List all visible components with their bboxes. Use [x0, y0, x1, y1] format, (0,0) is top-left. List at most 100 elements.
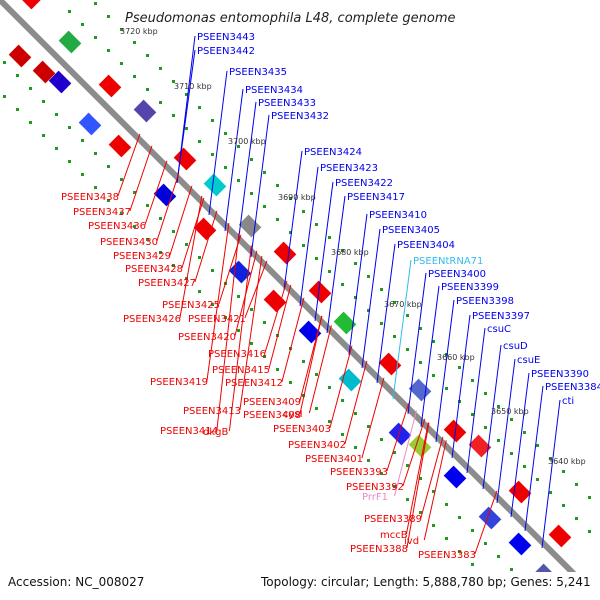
track-dot: [549, 491, 552, 494]
label-leader: [144, 160, 168, 226]
gene-label: PSEEN3414: [160, 426, 218, 437]
track-dot: [458, 550, 461, 553]
track-dot: [276, 368, 279, 371]
track-dot: [3, 61, 6, 64]
label-leader: [376, 243, 396, 384]
track-dot: [328, 420, 331, 423]
track-dot: [120, 212, 123, 215]
kbp-mark: 3720 kbp: [120, 27, 158, 36]
gene-feature: [173, 147, 197, 171]
gene-feature: [193, 217, 217, 241]
track-dot: [328, 236, 331, 239]
track-dot: [224, 166, 227, 169]
track-dot: [471, 563, 474, 566]
track-dot: [120, 178, 123, 181]
track-dot: [237, 179, 240, 182]
track-dot: [94, 186, 97, 189]
gene-label: PSEEN3392: [346, 482, 404, 493]
gene-feature: [408, 378, 432, 402]
track-dot: [497, 405, 500, 408]
track-dot: [107, 49, 110, 52]
gene-label: PSEEN3397: [472, 311, 530, 322]
gene-label: PSEEN3400: [428, 269, 486, 280]
track-dot: [146, 88, 149, 91]
track-dot: [588, 530, 591, 533]
gene-label: PSEEN3402: [288, 440, 346, 451]
gene-feature: [8, 44, 32, 68]
gene-label: PSEEN3393: [330, 467, 388, 478]
track-dot: [354, 262, 357, 265]
track-dot: [250, 158, 253, 161]
track-dot: [107, 165, 110, 168]
label-leader: [510, 372, 530, 518]
footer-bg: [0, 572, 600, 600]
track-dot: [536, 478, 539, 481]
track-dot: [94, 2, 97, 5]
track-dot: [380, 322, 383, 325]
track-dot: [419, 511, 422, 514]
kbp-mark: 3710 kbp: [174, 82, 212, 91]
gene-feature: [108, 134, 132, 158]
gene-label: PSEEN3416: [208, 349, 266, 360]
gene-label: PSEEN3442: [197, 46, 255, 57]
gene-feature: [238, 214, 262, 238]
gene-label: PSEEN3423: [320, 163, 378, 174]
gene-label: PSEEN3413: [183, 406, 241, 417]
track-dot: [289, 231, 292, 234]
track-dot: [575, 517, 578, 520]
track-dot: [172, 264, 175, 267]
label-leader: [181, 197, 205, 269]
track-dot: [16, 74, 19, 77]
gene-label: PSEEN3403: [273, 424, 331, 435]
track-dot: [133, 225, 136, 228]
track-dot: [237, 295, 240, 298]
track-dot: [276, 218, 279, 221]
gene-feature: [443, 465, 467, 489]
gene-label: csuD: [503, 341, 528, 352]
label-leader: [117, 133, 141, 197]
gene-label: PSEEN3429: [113, 251, 171, 262]
track-dot: [302, 210, 305, 213]
page-title: Pseudomonas entomophila L48, complete ge…: [125, 11, 456, 26]
label-leader: [386, 402, 410, 472]
track-dot: [393, 335, 396, 338]
kbp-mark: 3650 kbp: [491, 407, 529, 416]
accession-text: Accession: NC_008027: [8, 575, 144, 589]
label-leader: [423, 440, 447, 541]
track-dot: [224, 132, 227, 135]
track-dot: [185, 243, 188, 246]
gene-label: ivd: [404, 536, 419, 547]
track-dot: [29, 87, 32, 90]
gene-feature: [508, 532, 532, 556]
label-leader: [299, 315, 323, 415]
gene-feature: [228, 260, 252, 284]
track-dot: [81, 139, 84, 142]
track-dot: [445, 353, 448, 356]
track-dot: [393, 451, 396, 454]
kbp-mark: 3700 kbp: [228, 137, 266, 146]
gene-label: PSEEN3388: [350, 544, 408, 555]
gene-feature: [78, 112, 102, 136]
label-leader: [314, 181, 334, 322]
label-leader: [264, 280, 288, 354]
track-dot: [211, 303, 214, 306]
track-dot: [380, 288, 383, 291]
track-dot: [224, 316, 227, 319]
label-leader: [541, 399, 561, 549]
label-leader: [406, 422, 430, 549]
gene-label: PrrF1: [362, 492, 388, 503]
track-dot: [198, 256, 201, 259]
track-dot: [354, 296, 357, 299]
track-dot: [211, 269, 214, 272]
track-dot: [471, 413, 474, 416]
genome-summary-text: Topology: circular; Length: 5,888,780 bp…: [260, 575, 591, 589]
track-dot: [510, 452, 513, 455]
gene-label: PSEEN3384: [545, 382, 600, 393]
gene-feature: [338, 368, 362, 392]
track-dot: [55, 147, 58, 150]
label-leader: [194, 210, 218, 283]
track-dot: [549, 457, 552, 460]
track-dot: [562, 470, 565, 473]
